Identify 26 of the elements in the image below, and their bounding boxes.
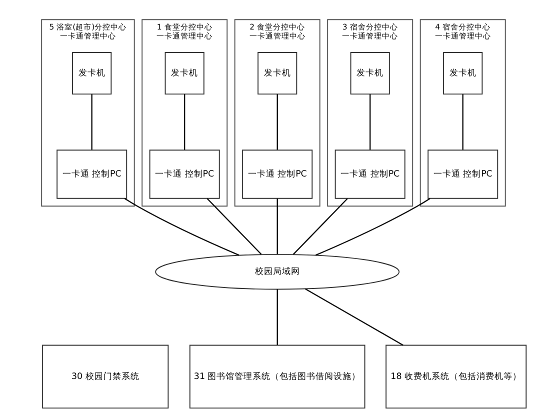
node-box: 一卡通 控制PC xyxy=(334,150,406,199)
connector xyxy=(206,198,262,255)
connector xyxy=(124,198,240,256)
connector xyxy=(304,288,404,346)
connector xyxy=(315,198,430,256)
node-box: 发卡机 xyxy=(72,52,112,95)
connector xyxy=(91,94,92,150)
connector xyxy=(292,198,348,255)
connector xyxy=(276,94,278,150)
node-box: 发卡机 xyxy=(164,52,204,95)
node-box: 发卡机 xyxy=(258,52,298,95)
node-box: 一卡通 控制PC xyxy=(56,150,128,199)
connector xyxy=(184,94,186,150)
connector xyxy=(370,94,371,150)
node-box: 一卡通 控制PC xyxy=(428,150,498,199)
node-box: 发卡机 xyxy=(350,52,390,95)
connector xyxy=(276,198,278,254)
node-box: 一卡通 控制PC xyxy=(149,150,220,199)
connector xyxy=(276,289,278,346)
connector xyxy=(462,94,464,150)
node-ellipse: 校园局域网 xyxy=(155,254,400,290)
node-box: 18 收费机系统（包括消费机等） xyxy=(386,344,527,409)
node-box: 发卡机 xyxy=(443,52,483,95)
node-box: 31 图书馆管理系统（包括图书借阅设施） xyxy=(189,344,366,409)
node-box: 一卡通 控制PC xyxy=(242,150,313,199)
node-box: 30 校园门禁系统 xyxy=(42,344,169,409)
